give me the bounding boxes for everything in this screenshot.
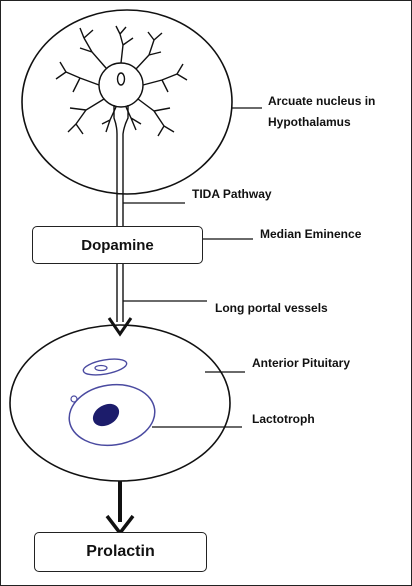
dopamine-box: Dopamine (32, 226, 203, 264)
portal-vessels-label: Long portal vessels (215, 301, 328, 315)
small-cell-nucleus (94, 364, 108, 372)
neuron-dendrites (55, 25, 188, 137)
prolactin-label: Prolactin (86, 543, 155, 560)
median-eminence-label: Median Eminence (260, 227, 362, 241)
lactotroph-nucleus (92, 403, 120, 427)
arcuate-label-line1: Arcuate nucleus in (268, 94, 376, 108)
lactotroph-label: Lactotroph (252, 412, 315, 426)
neuron-nucleus (116, 72, 126, 86)
hypothalamus-ellipse (21, 9, 233, 195)
tida-pathway-label: TIDA Pathway (192, 187, 272, 201)
small-cell (82, 358, 128, 376)
neuron (55, 25, 188, 137)
arcuate-label-line2: Hypothalamus (268, 115, 351, 129)
arcuate-nucleus-label: Arcuate nucleus in Hypothalamus (268, 93, 375, 131)
lactotroph-granule (70, 395, 78, 403)
leader-lines (123, 107, 262, 428)
lactotroph-cell (68, 383, 156, 447)
tida-axon (113, 105, 129, 228)
pituitary-ellipse (9, 324, 231, 482)
anterior-pituitary-label: Anterior Pituitary (252, 356, 351, 370)
portal-vessels (116, 264, 124, 322)
dopamine-label: Dopamine (81, 236, 154, 254)
prolactin-box: Prolactin (34, 532, 207, 572)
portal-arrowhead (107, 317, 133, 337)
